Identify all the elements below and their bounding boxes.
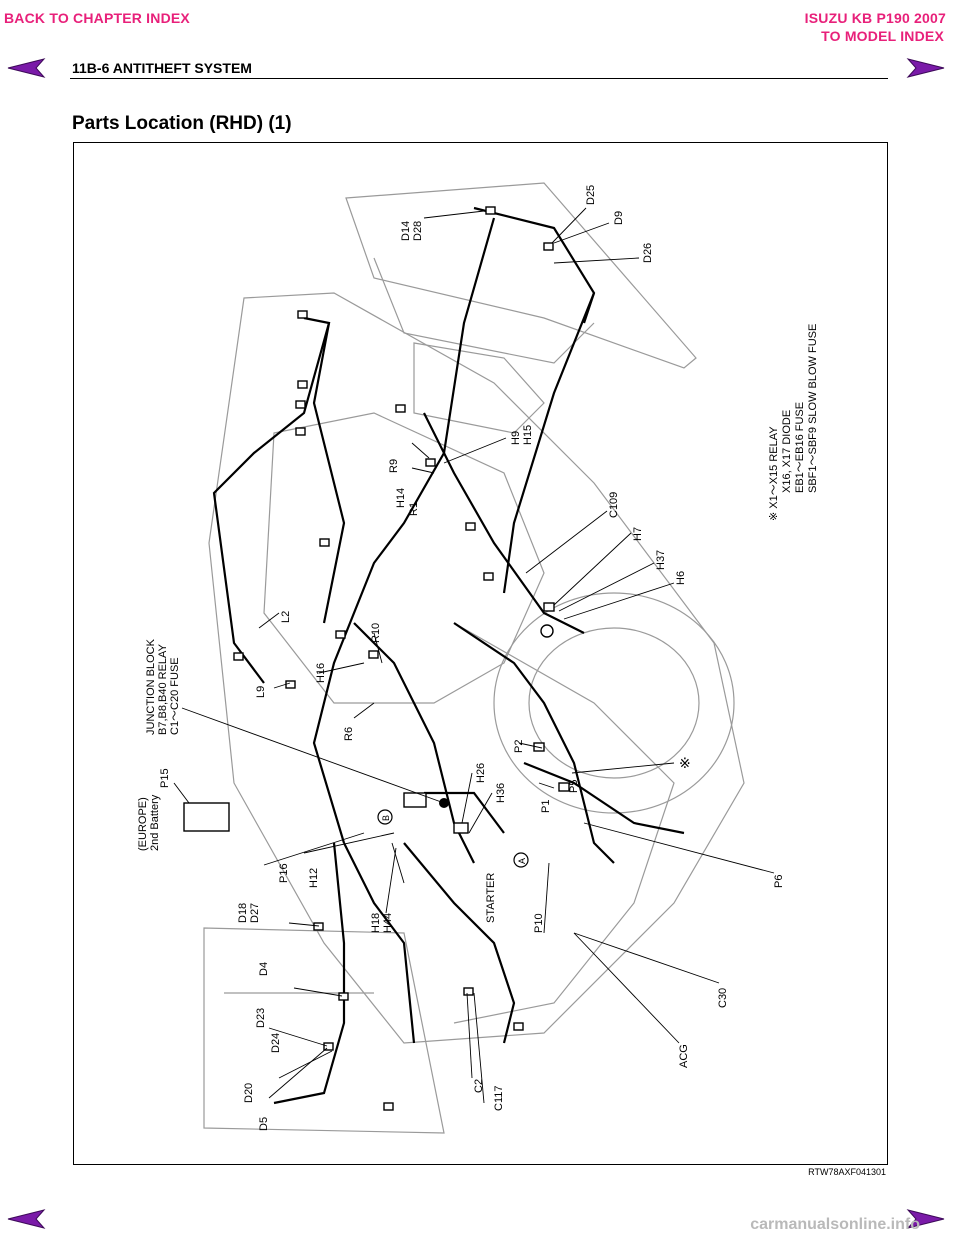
label-h16: H16 <box>315 663 327 683</box>
label-starter: STARTER <box>485 873 497 923</box>
label-h37: H37 <box>655 550 667 570</box>
label-h14: H14 <box>395 488 407 508</box>
label-acg: ACG <box>678 1044 690 1068</box>
label-h7: H7 <box>632 527 644 541</box>
label-d25: D25 <box>585 185 597 205</box>
label-h18: H18 <box>370 913 382 933</box>
label-d24: D24 <box>270 1033 282 1053</box>
diagram-labels: D14 D28 D25 D9 D26 H9 H15 R9 H14 R1 C109… <box>137 185 819 1131</box>
label-d14: D14 <box>400 221 412 241</box>
back-to-chapter-index-link[interactable]: BACK TO CHAPTER INDEX <box>4 10 190 26</box>
previous-page-arrow-icon[interactable] <box>6 1208 46 1230</box>
label-h44: H44 <box>382 913 394 933</box>
label-p2: P2 <box>513 740 525 753</box>
to-model-index-link[interactable]: TO MODEL INDEX <box>821 28 944 44</box>
label-c2: C2 <box>473 1079 485 1093</box>
label-note-relay: ※ X1～X15 RELAY <box>768 426 780 521</box>
section-title: Parts Location (RHD) (1) <box>72 113 292 134</box>
watermark: carmanualsonline.info <box>750 1216 920 1233</box>
label-p16: P16 <box>278 863 290 883</box>
label-relay-b7-b8-b40: B7,B8,B40 RELAY <box>157 643 169 735</box>
label-p1: P1 <box>540 800 552 813</box>
label-l9: L9 <box>255 686 267 698</box>
label-europe: (EUROPE) <box>137 797 149 851</box>
connectors <box>183 206 570 1111</box>
parts-location-diagram: D14 D28 D25 D9 D26 H9 H15 R9 H14 R1 C109… <box>73 142 888 1165</box>
label-reference-mark: ※ <box>679 755 691 771</box>
label-r1: R1 <box>408 502 420 516</box>
label-h6: H6 <box>675 571 687 585</box>
label-d4: D4 <box>258 962 270 976</box>
label-note-diode: X16, X17 DIODE <box>781 410 793 493</box>
label-d20: D20 <box>243 1083 255 1103</box>
label-h15: H15 <box>522 425 534 445</box>
label-h12: H12 <box>308 868 320 888</box>
label-r10: R10 <box>370 623 382 643</box>
page-header-title: 11B-6 ANTITHEFT SYSTEM <box>72 60 252 76</box>
label-fuse-c1-c20: C1～C20 FUSE <box>169 657 181 735</box>
label-p5: P5 <box>568 780 580 793</box>
label-note-slow-blow-fuse: SBF1～SBF9 SLOW BLOW FUSE <box>807 324 819 493</box>
ground-point <box>540 624 554 638</box>
leader-lines <box>173 207 775 1104</box>
label-d23: D23 <box>255 1008 267 1028</box>
label-d26: D26 <box>642 243 654 263</box>
next-page-arrow-icon[interactable] <box>906 1208 946 1230</box>
label-c117: C117 <box>493 1086 505 1111</box>
label-h26: H26 <box>475 763 487 783</box>
label-d5: D5 <box>258 1117 270 1131</box>
circled-markers: A B <box>377 809 529 868</box>
marker-b: B <box>381 815 391 821</box>
label-note-fuse: EB1～EB16 FUSE <box>794 402 806 493</box>
label-l2: L2 <box>280 611 292 623</box>
label-r6: R6 <box>343 727 355 741</box>
label-c30: C30 <box>717 988 729 1008</box>
label-h36: H36 <box>495 783 507 803</box>
label-d18: D18 <box>237 903 249 923</box>
label-junction-block: JUNCTION BLOCK <box>145 638 157 735</box>
previous-page-arrow-icon[interactable] <box>6 57 46 79</box>
label-d9: D9 <box>613 211 625 225</box>
figure-id: RTW78AXF041301 <box>808 1167 886 1177</box>
wiring-harness <box>212 206 685 1105</box>
header-divider <box>70 78 888 79</box>
model-title: ISUZU KB P190 2007 <box>804 10 946 26</box>
label-c109: C109 <box>608 492 620 518</box>
label-p6: P6 <box>773 875 785 888</box>
vehicle-body-outline <box>203 182 745 1134</box>
label-p10: P10 <box>533 913 545 933</box>
label-p15: P15 <box>159 768 171 788</box>
label-r9: R9 <box>388 459 400 473</box>
vehicle-wiring-diagram: D14 D28 D25 D9 D26 H9 H15 R9 H14 R1 C109… <box>137 182 819 1134</box>
label-2nd-battery: 2nd Battery <box>149 794 161 851</box>
marker-a: A <box>517 858 527 864</box>
label-d28: D28 <box>412 221 424 241</box>
next-page-arrow-icon[interactable] <box>906 57 946 79</box>
label-d27: D27 <box>249 903 261 923</box>
label-h9: H9 <box>510 431 522 445</box>
